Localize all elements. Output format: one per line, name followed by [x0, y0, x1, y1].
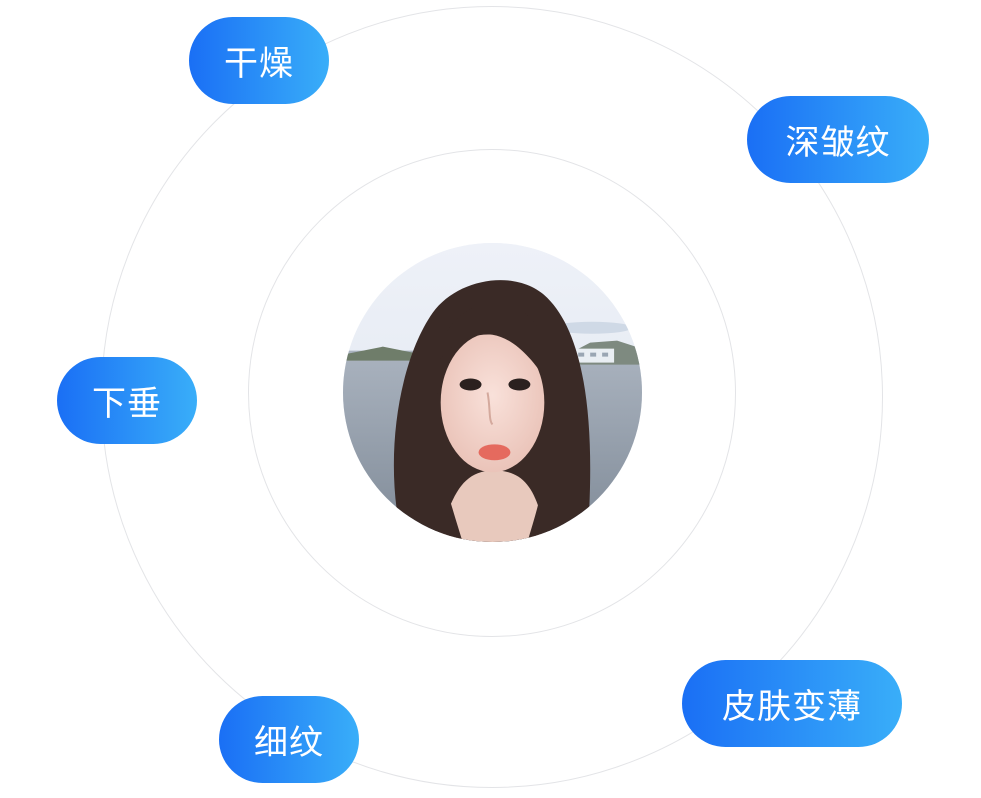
concern-sagging-button[interactable]: 下垂	[57, 357, 197, 444]
inner-orbit-ring	[248, 149, 736, 637]
center-avatar	[343, 243, 642, 542]
concern-skin-thinning-button[interactable]: 皮肤变薄	[682, 660, 902, 747]
concern-dryness-button[interactable]: 干燥	[189, 17, 329, 104]
concern-deep-wrinkles-button[interactable]: 深皱纹	[747, 96, 929, 183]
portrait-photo-icon	[343, 243, 642, 542]
concern-fine-lines-button[interactable]: 细纹	[219, 696, 359, 783]
